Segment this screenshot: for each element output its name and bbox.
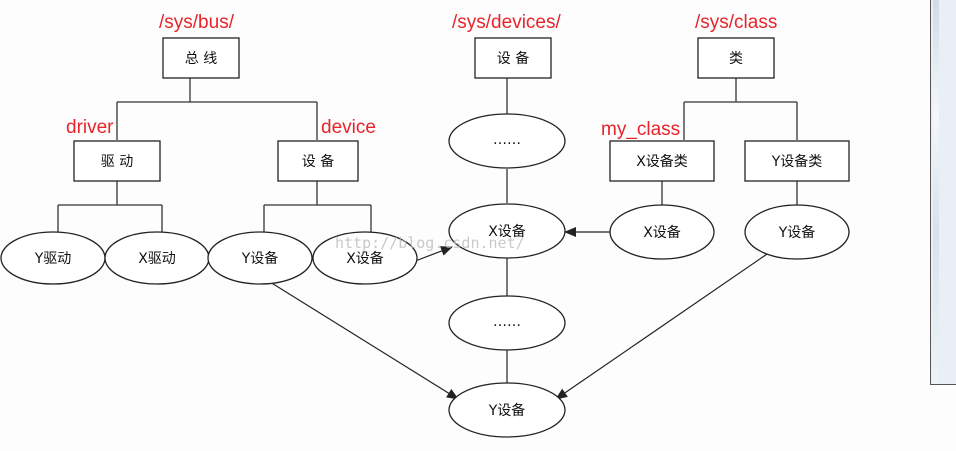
node-class-root-label: 类: [729, 51, 743, 67]
label-my-class: my_class: [601, 119, 680, 140]
node-x-device-class-box: [609, 140, 715, 182]
node-bus-driver-label: 驱 动: [101, 154, 133, 170]
label-sys-devices: /sys/devices/: [452, 12, 561, 33]
node-bus-y-device-label: Y设备: [241, 250, 279, 267]
arrow-class-y-to-devices-y: [555, 251, 771, 400]
label-driver: driver: [66, 117, 114, 138]
label-sys-class: /sys/class: [695, 12, 777, 33]
node-devices-y-device-ellipse: [448, 382, 566, 438]
arrow-bus-y-to-devices-y: [269, 281, 459, 400]
node-bus-y-device-ellipse: [207, 231, 313, 285]
side-panel-strip: [933, 0, 939, 384]
node-devices-dots-bottom-label: ……: [493, 314, 521, 330]
node-class-root-box: [697, 37, 775, 79]
node-x-driver-label: X驱动: [138, 251, 176, 267]
side-panel-edge: [930, 0, 956, 385]
node-bus-x-device-ellipse: [312, 231, 418, 285]
node-class-y-device-label: Y设备: [778, 224, 816, 241]
label-device: device: [321, 117, 376, 138]
ellipse-nodes: Y驱动 X驱动 Y设备 X设备 …… X设备 …… Y设备 X设备 Y设备: [0, 113, 850, 438]
arrows: [269, 227, 771, 400]
node-devices-dots-bottom-ellipse: [448, 295, 566, 351]
node-class-x-device-label: X设备: [643, 224, 681, 241]
box-nodes: 总 线 驱 动 设 备 设 备 类 X设备类 Y设备类: [73, 37, 850, 182]
node-bus-x-device-label: X设备: [346, 250, 384, 267]
connectors: [57, 78, 798, 384]
path-labels: /sys/bus/ /sys/devices/ /sys/class drive…: [66, 12, 777, 140]
node-class-x-device-ellipse: [609, 204, 715, 260]
node-class-y-device-ellipse: [744, 204, 850, 260]
node-y-device-class-label: Y设备类: [771, 153, 823, 170]
label-sys-bus: /sys/bus/: [159, 12, 235, 33]
node-bus-device-box: [277, 140, 359, 182]
node-devices-dots-top-label: ……: [493, 132, 521, 148]
node-devices-y-device-label: Y设备: [488, 402, 526, 419]
node-bus-driver-box: [73, 140, 161, 182]
node-bus-label: 总 线: [185, 51, 217, 67]
watermark: http://blog.csdn.net/: [335, 234, 525, 252]
node-devices-root-box: [474, 37, 552, 79]
node-bus-box: [162, 37, 240, 79]
node-devices-x-device-label: X设备: [488, 223, 526, 240]
node-bus-device-label: 设 备: [302, 153, 334, 170]
node-x-device-class-label: X设备类: [636, 153, 688, 170]
node-devices-x-device-ellipse: [448, 203, 566, 259]
node-y-device-class-box: [744, 140, 850, 182]
node-devices-dots-top-ellipse: [448, 113, 566, 169]
node-devices-root-label: 设 备: [497, 50, 529, 67]
node-y-driver-label: Y驱动: [34, 251, 72, 267]
